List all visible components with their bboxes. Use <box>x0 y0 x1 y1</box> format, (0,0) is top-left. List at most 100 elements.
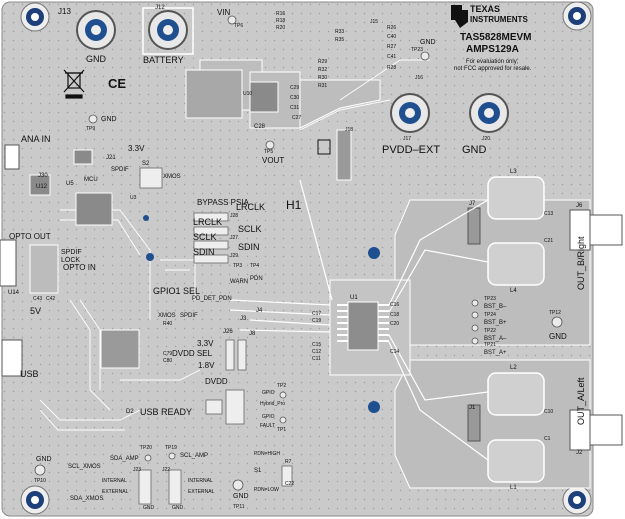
board-name: TAS5828MEVM <box>460 32 532 43</box>
designator-j28: J28 <box>230 213 239 219</box>
part-c40: C40 <box>387 34 397 40</box>
test-points <box>34 15 563 491</box>
inductor-l3: L3 <box>510 169 517 175</box>
part-c10: C10 <box>544 409 554 415</box>
external2-label: EXTERNAL <box>188 489 215 495</box>
part-c22: C22 <box>285 481 295 487</box>
opto-in-label: OPTO IN <box>63 263 96 272</box>
part-c15: C15 <box>312 342 322 348</box>
shunt-block <box>317 129 352 181</box>
designator-u12: U12 <box>36 184 48 190</box>
ics <box>29 81 279 369</box>
ti-logo-icon <box>451 5 468 28</box>
amplifier-ic <box>337 301 389 351</box>
ti-logo-line2: INSTRUMENTS <box>470 15 528 24</box>
out-a-left-label: OUT_A/Left <box>576 377 586 425</box>
designator-j20: J20 <box>482 136 491 142</box>
designator-s1: S1 <box>254 468 262 474</box>
note-line1: For evaluation only; <box>466 59 519 65</box>
scl-xmos-label: SCL_XMOS <box>68 464 101 470</box>
designator-tp2: TP2 <box>277 383 287 389</box>
designator-j1: J1 <box>469 405 476 411</box>
designator-tp6: TP6 <box>234 23 244 29</box>
large-vias <box>143 215 380 413</box>
hybrid-pro-label: Hybrid_Pro <box>260 401 286 407</box>
spdif-side-label: SPDIF <box>61 249 82 256</box>
internal-label: INTERNAL <box>102 478 127 484</box>
gnd-tp10-label: GND <box>36 456 52 463</box>
lrclk-label: LRCLK <box>236 202 266 212</box>
designator-u5: U5 <box>66 181 74 187</box>
tp22-label: TP22 <box>484 328 496 334</box>
designator-j17: J17 <box>403 136 412 142</box>
designator-j6: J6 <box>576 203 583 209</box>
gnd-tp9-label: GND <box>101 116 117 123</box>
part-c21: C21 <box>544 238 554 244</box>
designator-j2: J2 <box>576 450 583 456</box>
h1-label: H1 <box>286 198 302 212</box>
dvdd-label: DVDD <box>205 377 228 386</box>
left-connectors <box>0 144 59 377</box>
pvdd-ext-label: PVDD–EXT <box>382 144 441 156</box>
part-c41: C41 <box>387 54 397 60</box>
designator-j7: J7 <box>469 201 476 207</box>
bst-a-plus-label: BST_A+ <box>484 350 507 356</box>
gpio-fault-label: GPIO <box>262 414 275 420</box>
designator-j21: J21 <box>106 155 116 161</box>
sdin2-label: SDIN <box>193 247 215 257</box>
xmos-label: XMOS <box>158 313 176 319</box>
usb-label: USB <box>20 369 39 379</box>
v33-label: 3.3V <box>128 144 145 153</box>
designator-j8: J8 <box>249 331 256 337</box>
designator-u3: U3 <box>130 195 137 201</box>
designator-tp5: TP5 <box>264 149 274 155</box>
gnd-j24-label: GND <box>143 505 155 511</box>
part-r18: R18 <box>276 18 286 24</box>
part-c16: C16 <box>390 302 400 308</box>
part-c11: C11 <box>312 356 321 362</box>
dvdd-sel-label: DVDD SEL <box>172 349 213 358</box>
designator-s2: S2 <box>142 161 150 167</box>
out-b-right-label: OUT_B/Right <box>576 236 586 290</box>
part-r31: R31 <box>318 83 328 89</box>
external-label: EXTERNAL <box>102 489 129 495</box>
mcu-label: MCU <box>84 177 98 183</box>
tp24-label: TP24 <box>484 312 496 318</box>
note-line2: not FCC approved for resale. <box>454 66 532 72</box>
part-r7: R7 <box>285 459 292 465</box>
sda-xmos-label: SDA_XMOS <box>70 496 104 502</box>
designator-j12: J12 <box>155 5 165 11</box>
v5-label: 5V <box>30 306 42 316</box>
inductor-l4: L4 <box>510 288 517 294</box>
part-r16: R16 <box>276 11 286 17</box>
part-c14: C14 <box>390 349 400 355</box>
jumper-headers <box>138 167 293 505</box>
fault-label: FAULT <box>260 423 276 429</box>
output-traces <box>229 179 489 461</box>
bst-a-minus-label: BST_A– <box>484 336 507 342</box>
designator-tp4: TP4 <box>250 263 260 269</box>
designator-d2: D2 <box>126 409 134 415</box>
pdn-low-label: PDN=LOW <box>254 487 279 493</box>
part-r29: R29 <box>318 59 328 65</box>
designator-tp11: TP11 <box>233 504 245 510</box>
designator-tp1: TP1 <box>277 427 287 433</box>
spdif-top-label: SPDIF <box>111 167 129 173</box>
sclk-label: SCLK <box>238 224 262 234</box>
designator-j4: J4 <box>256 308 263 314</box>
inductor-l1: L1 <box>510 485 517 491</box>
bst-b-minus-label: BST_B– <box>484 304 507 310</box>
part-c42: C42 <box>46 296 56 302</box>
internal2-label: INTERNAL <box>188 478 213 484</box>
designator-u14: U14 <box>8 290 20 296</box>
designator-j18: J18 <box>345 127 354 133</box>
part-r32: R32 <box>318 67 328 73</box>
part-r26: R26 <box>387 25 397 31</box>
part-r40: R40 <box>163 321 173 327</box>
part-r28: R28 <box>387 65 397 71</box>
scl-amp-label: SCL_AMP <box>180 453 209 459</box>
inductor-l2: L2 <box>510 365 517 371</box>
lock-label: LOCK <box>61 257 81 264</box>
